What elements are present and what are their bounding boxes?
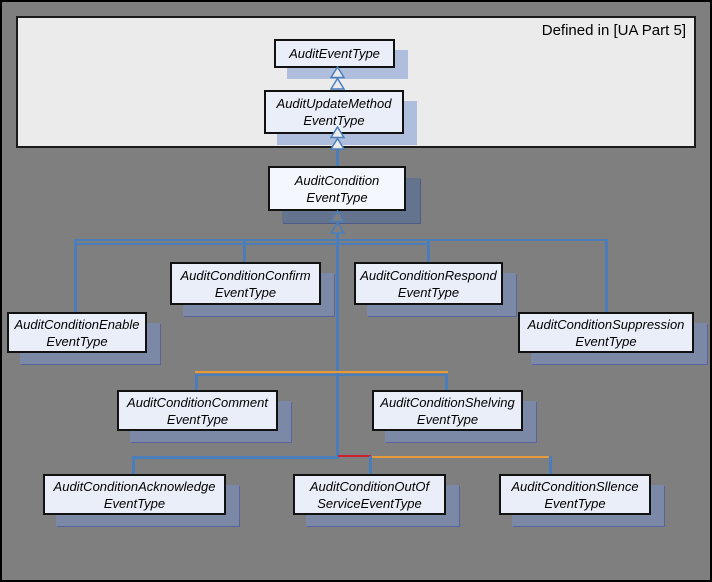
- connector-stub-confirm: [243, 239, 246, 264]
- connector-stub-suppression: [605, 239, 608, 314]
- node-audit-update-method-event-type: AuditUpdateMethod EventType: [264, 90, 404, 134]
- connector-row1-bus: [74, 239, 608, 241]
- connector-stub-acknowledge: [132, 456, 135, 476]
- node-audit-event-type: AuditEventType: [274, 39, 395, 68]
- connector-row3-bus-left: [132, 456, 338, 459]
- node-audit-condition-shelving-event-type: AuditConditionShelving EventType: [372, 390, 523, 431]
- connector-condition-trunk: [336, 231, 339, 459]
- connector-row3-bus-red: [338, 455, 371, 457]
- node-audit-condition-confirm-event-type: AuditConditionConfirm EventType: [170, 262, 321, 305]
- defined-in-label: Defined in [UA Part 5]: [541, 22, 686, 39]
- connector-update-to-condition: [336, 144, 339, 166]
- connector-stub-comment: [195, 374, 198, 392]
- connector-stub-respond: [427, 239, 430, 264]
- connector-row2-bus-orange: [195, 371, 448, 373]
- node-audit-condition-out-of-service-event-type: AuditConditionOutOf ServiceEventType: [293, 474, 446, 515]
- connector-stub-outofservice: [369, 456, 372, 476]
- node-audit-condition-silence-event-type: AuditConditionSllence EventType: [499, 474, 651, 515]
- connector-stub-shelving: [445, 374, 448, 392]
- connector-row3-bus-orange: [371, 456, 551, 458]
- connector-row2-bus: [195, 374, 447, 376]
- node-audit-condition-respond-event-type: AuditConditionRespond EventType: [354, 262, 503, 305]
- node-audit-condition-suppression-event-type: AuditConditionSuppression EventType: [518, 312, 694, 353]
- generalization-arrow-icon: [330, 66, 345, 90]
- node-audit-condition-enable-event-type: AuditConditionEnable EventType: [7, 312, 147, 353]
- node-audit-condition-comment-event-type: AuditConditionComment EventType: [117, 390, 278, 431]
- connector-stub-enable: [74, 239, 77, 314]
- node-audit-condition-event-type: AuditCondition EventType: [268, 166, 406, 211]
- node-audit-condition-acknowledge-event-type: AuditConditionAcknowledge EventType: [43, 474, 226, 515]
- generalization-arrow-icon: [330, 210, 345, 234]
- connector-row1-bus-2: [74, 243, 430, 245]
- generalization-arrow-icon: [330, 126, 345, 150]
- connector-stub-silence: [549, 456, 552, 476]
